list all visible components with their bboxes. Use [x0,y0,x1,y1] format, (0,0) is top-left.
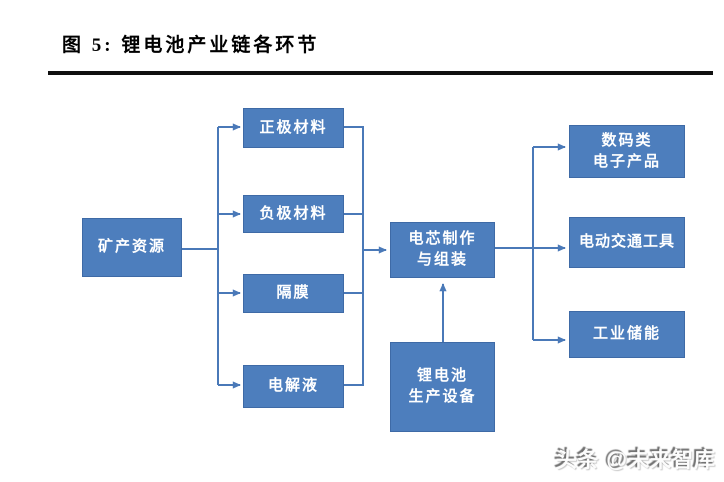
node-anode-materials: 负极材料 [243,195,344,233]
node-battery-production-equipment: 锂电池 生产设备 [390,342,495,432]
node-cell-production-assembly: 电芯制作 与组装 [390,222,495,278]
node-electrolyte: 电解液 [243,365,344,408]
node-mineral-resources: 矿产资源 [82,218,182,277]
title-divider [48,71,713,75]
node-electric-transportation: 电动交通工具 [569,217,685,268]
node-digital-electronics: 数码类 电子产品 [569,125,685,178]
node-industrial-energy-storage: 工业储能 [569,311,685,358]
node-separator: 隔膜 [243,274,344,313]
watermark-toutiao: 头条 @未来智库 [555,449,716,472]
figure-title: 图 5: 锂电池产业链各环节 [62,35,320,56]
node-cathode-materials: 正极材料 [243,108,344,148]
